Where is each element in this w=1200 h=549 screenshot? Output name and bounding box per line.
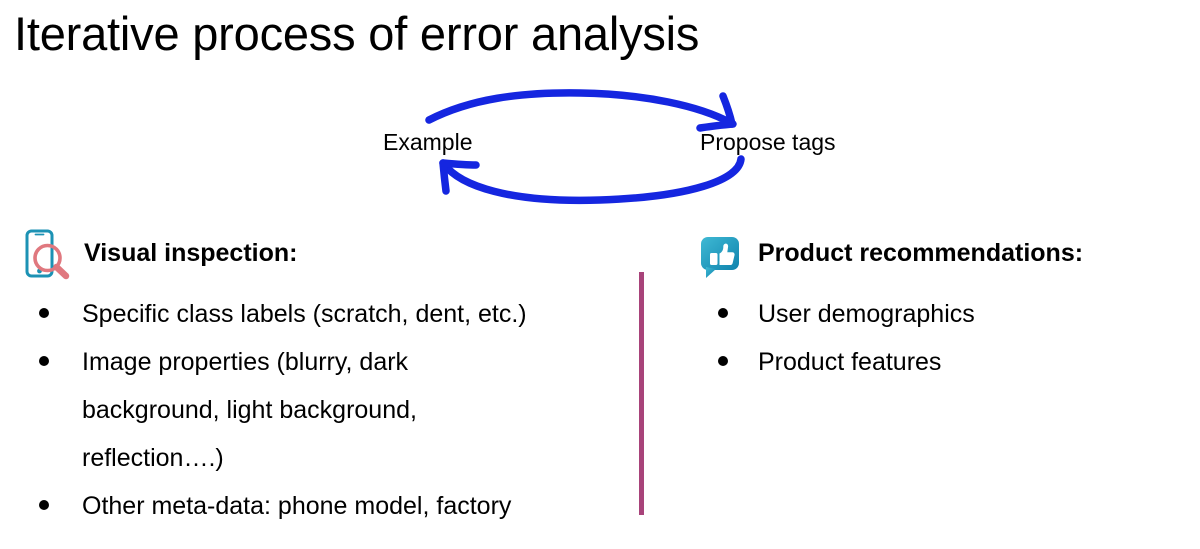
visual-inspection-column: Visual inspection: Specific class labels…	[22, 228, 622, 520]
visual-inspection-bullet-list: Specific class labels (scratch, dent, et…	[22, 290, 622, 530]
cycle-top-arrow	[425, 89, 737, 132]
product-recommendations-bullet-list: User demographics Product features	[698, 290, 1178, 386]
cycle-node-example: Example	[383, 129, 473, 155]
bullet-dot-icon	[718, 308, 728, 318]
list-item: Product features	[698, 338, 1178, 386]
product-recommendations-column: Product recommendations: User demographi…	[698, 228, 1178, 376]
bullet-dot-icon	[39, 500, 49, 510]
list-item-text: Specific class labels (scratch, dent, et…	[82, 300, 527, 328]
product-recommendations-title: Product recommendations:	[758, 239, 1084, 267]
bullet-dot-icon	[39, 356, 49, 366]
list-item: Specific class labels (scratch, dent, et…	[22, 290, 622, 338]
cycle-node-propose-tags: Propose tags	[700, 129, 836, 155]
cycle-bottom-arrow	[439, 155, 745, 205]
list-item-text: Other meta-data: phone model, factory	[82, 492, 512, 520]
list-item-text: Image properties (blurry, dark	[82, 348, 409, 376]
visual-inspection-header: Visual inspection:	[22, 228, 622, 284]
bullet-dot-icon	[718, 356, 728, 366]
bullet-dot-icon	[39, 308, 49, 318]
column-divider	[639, 272, 644, 515]
list-item: Image properties (blurry, dark backgroun…	[22, 338, 622, 482]
thumbs-up-speech-bubble-icon	[701, 237, 739, 278]
page-title: Iterative process of error analysis	[14, 7, 700, 60]
visual-inspection-title: Visual inspection:	[84, 239, 298, 267]
list-item-continuation: reflection….)	[82, 444, 224, 472]
list-item: Other meta-data: phone model, factory	[22, 482, 622, 530]
list-item-text: Product features	[758, 348, 942, 376]
list-item-continuation: background, light background,	[82, 396, 417, 424]
list-item-text: User demographics	[758, 300, 975, 328]
list-item: User demographics	[698, 290, 1178, 338]
product-recommendations-header: Product recommendations:	[698, 228, 1178, 284]
phone-magnifier-icon	[25, 229, 70, 280]
